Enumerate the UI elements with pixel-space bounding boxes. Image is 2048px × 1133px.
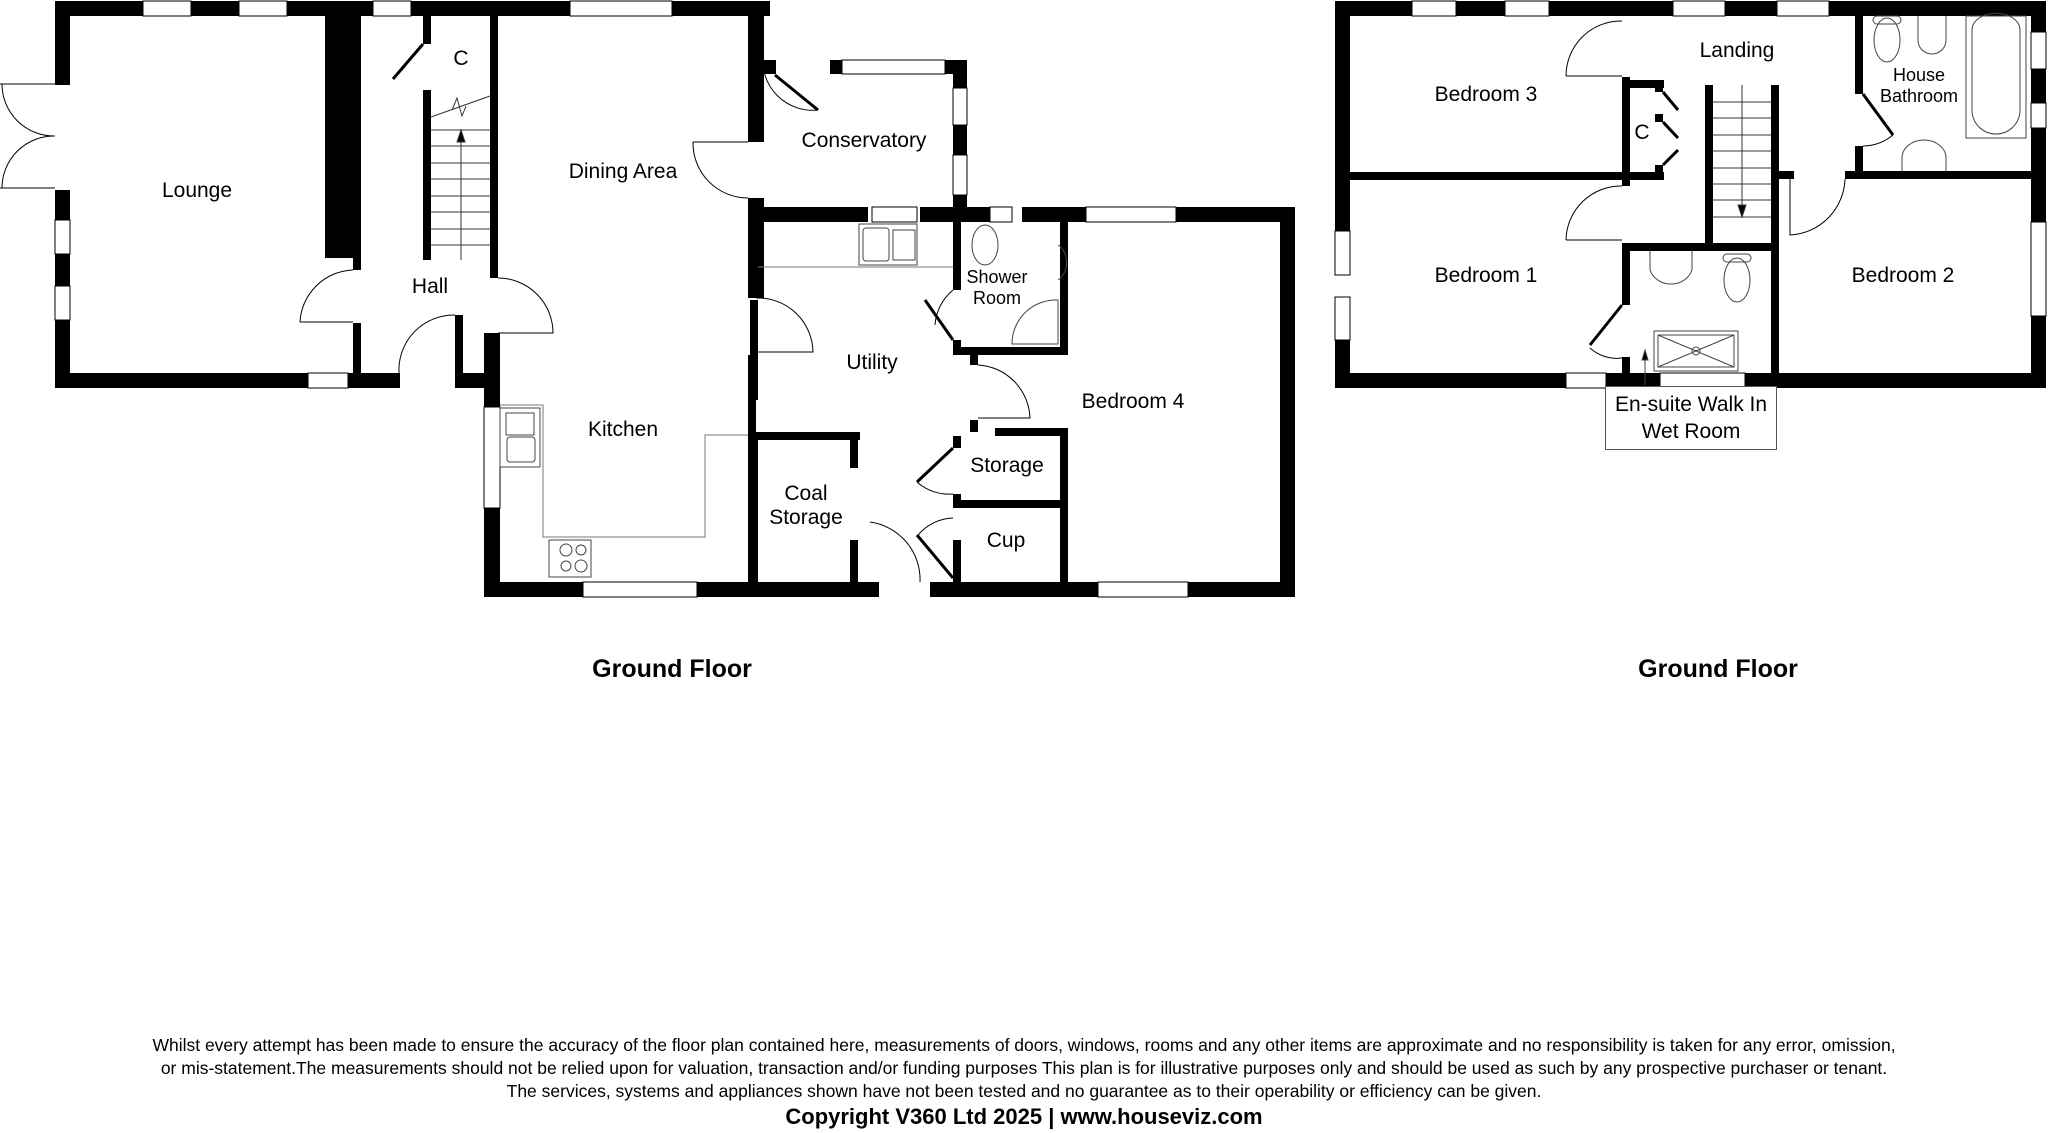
room-label-kitchen: Kitchen [587, 418, 659, 441]
room-label-cupboard: C [453, 47, 469, 70]
room-label-bedroom-2: Bedroom 2 [1851, 264, 1955, 287]
disclaimer-line-1: Whilst every attempt has been made to en… [152, 1035, 1896, 1055]
right-plan-stairs [1713, 85, 1771, 219]
room-label-coal-storage: Coal Storage [769, 482, 843, 530]
disclaimer-line-2: or mis-statement.The measurements should… [160, 1058, 1888, 1078]
floor-title-right: Ground Floor [1638, 655, 1798, 683]
room-label-hall: Hall [411, 275, 449, 298]
room-label-shower-room: Shower Room [966, 267, 1027, 309]
floor-title-left: Ground Floor [592, 655, 752, 683]
room-label-lounge: Lounge [161, 179, 233, 202]
room-label-bedroom-1: Bedroom 1 [1434, 264, 1538, 287]
ensuite-callout-line2: Wet Room [1641, 420, 1741, 443]
coal-storage-line1: Coal [784, 482, 828, 505]
left-plan-windows [54, 0, 1189, 598]
room-label-house-bathroom: House Bathroom [1880, 65, 1958, 107]
room-label-bedroom-3: Bedroom 3 [1434, 83, 1538, 106]
left-plan-door-leaves [391, 43, 955, 579]
shower-room-line1: Shower [966, 267, 1028, 287]
right-plan-door-leaves [1588, 91, 1895, 346]
copyright-notice: Copyright V360 Ltd 2025 | www.houseviz.c… [785, 1104, 1263, 1129]
room-label-dining-area: Dining Area [568, 160, 678, 183]
room-label-conservatory: Conservatory [801, 129, 927, 152]
house-bathroom-line2: Bathroom [1879, 86, 1959, 106]
ensuite-callout-line1: En-suite Walk In [1614, 393, 1768, 416]
bathroom-fixtures [1641, 12, 2027, 385]
room-label-landing: Landing [1699, 39, 1775, 62]
right-plan-walls [1335, 1, 2046, 388]
ensuite-callout: En-suite Walk In Wet Room [1605, 386, 1777, 450]
left-plan-walls [55, 1, 1295, 597]
sink-fixtures [499, 223, 1067, 578]
coal-storage-line2: Storage [769, 506, 843, 529]
shower-room-line2: Room [972, 288, 1021, 308]
right-plan-windows [1334, 0, 2047, 389]
disclaimer-line-3: The services, systems and appliances sho… [506, 1081, 1542, 1101]
right-plan-doors [1565, 20, 1894, 359]
room-label-storage: Storage [970, 454, 1044, 477]
room-label-bedroom-4: Bedroom 4 [1081, 390, 1185, 413]
kitchen-worktops [500, 266, 953, 538]
left-plan-stairs [430, 95, 491, 260]
disclaimer: Whilst every attempt has been made to en… [0, 1034, 2048, 1103]
room-label-utility: Utility [846, 351, 898, 374]
left-plan-doors [0, 54, 1031, 583]
room-label-cup: Cup [986, 529, 1026, 552]
house-bathroom-line1: House [1892, 65, 1946, 85]
room-label-cupboard-upstairs: C [1634, 121, 1650, 144]
